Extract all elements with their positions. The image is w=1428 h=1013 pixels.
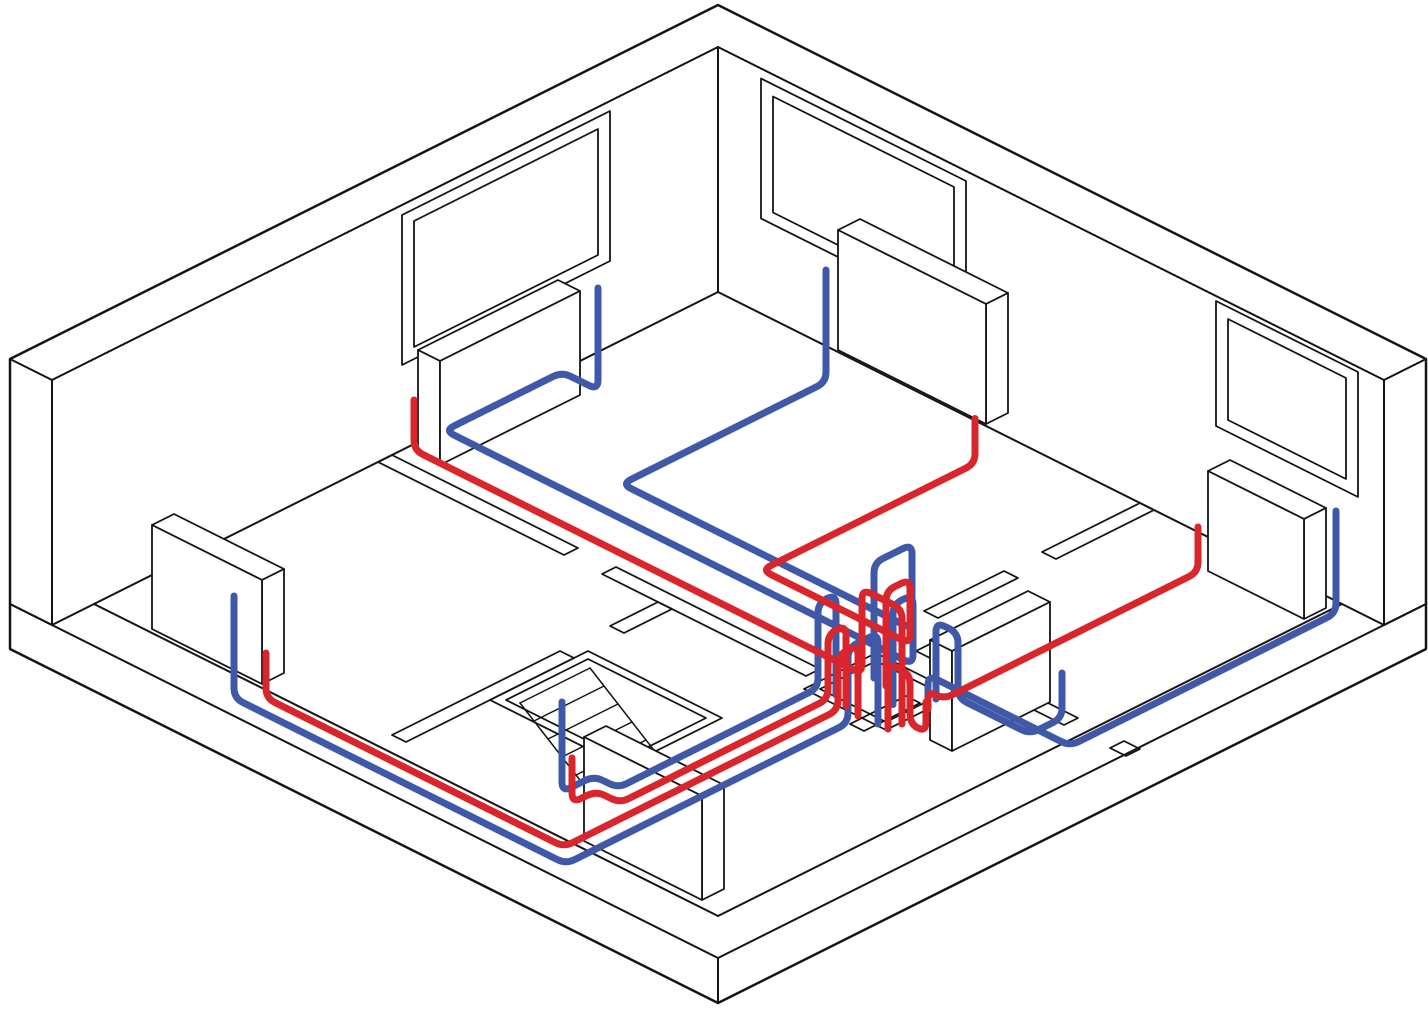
partition-wall-5 <box>1110 741 1140 756</box>
supply-pipe-radiator-6 <box>888 666 926 729</box>
supply-pipe-radiator-1 <box>414 400 902 724</box>
partition-wall-6 <box>610 602 672 633</box>
return-pipes <box>234 270 1336 862</box>
partition-wall-1 <box>378 455 578 555</box>
radiators <box>152 219 1326 900</box>
window-3 <box>1216 301 1358 497</box>
supply-pipe-radiator-5 <box>572 628 846 801</box>
return-pipe-radiator-3 <box>928 511 1336 744</box>
partition-walls <box>378 455 1154 756</box>
supply-pipe-radiator-3 <box>928 527 1198 709</box>
return-pipe-radiator-4 <box>234 596 878 862</box>
return-pipe-radiator-6 <box>936 625 1062 732</box>
partition-wall-2 <box>602 567 820 676</box>
radiator-5 <box>584 726 724 900</box>
window-1 <box>402 111 610 365</box>
supply-pipes <box>266 400 1198 845</box>
partition-wall-10 <box>1042 503 1154 559</box>
radiator-1 <box>418 280 580 465</box>
partition-wall-9 <box>850 696 920 731</box>
partition-wall-7 <box>392 651 574 742</box>
radiator-2 <box>838 219 1008 424</box>
return-pipe-radiator-1 <box>449 288 913 705</box>
partition-wall-11 <box>924 571 1018 618</box>
radiator-3 <box>1208 460 1326 619</box>
supply-pipe-radiator-4 <box>266 648 858 845</box>
supply-pipe-radiator-2 <box>766 419 975 687</box>
